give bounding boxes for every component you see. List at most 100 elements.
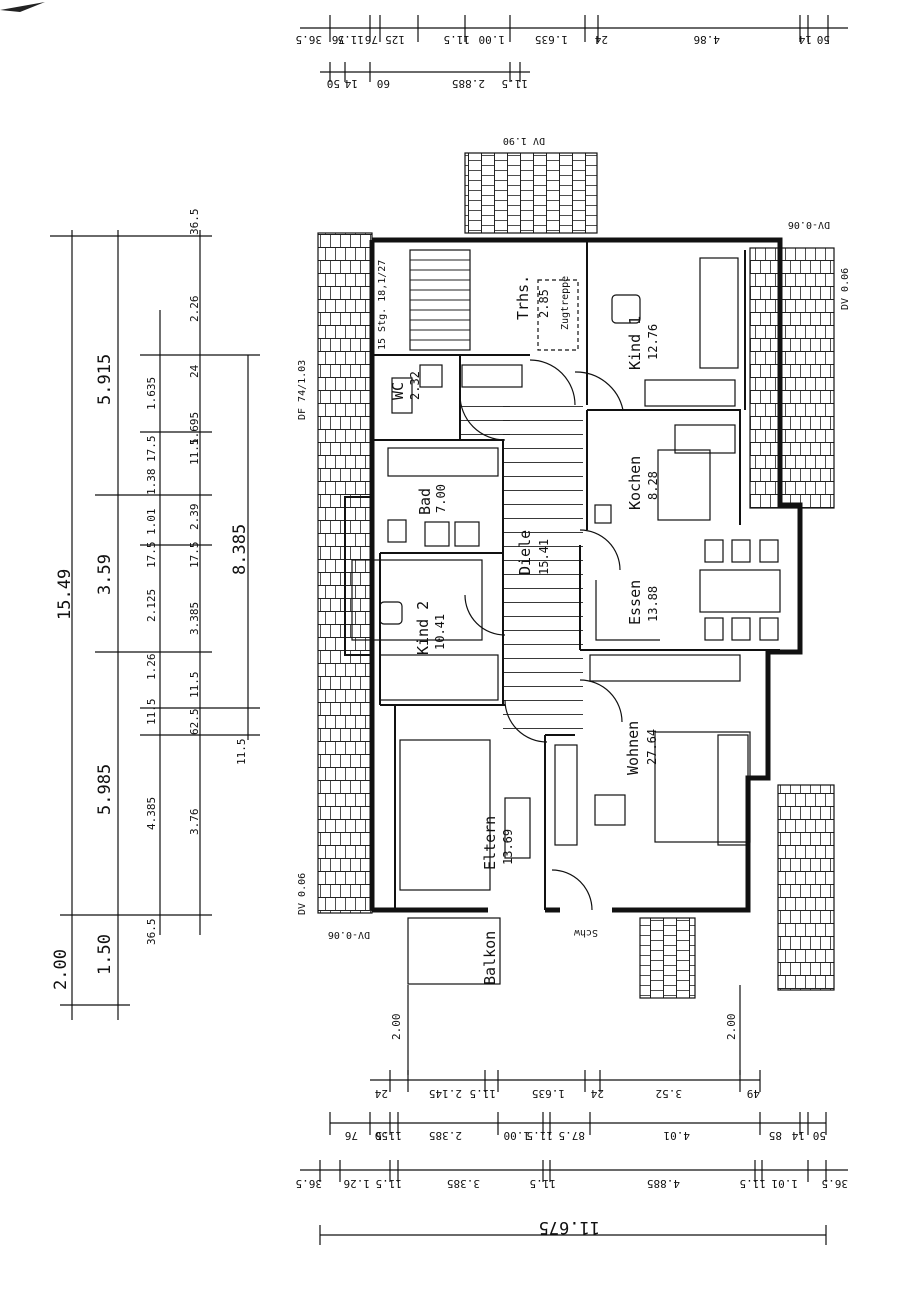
dim-col3-12: 17.5 [188,542,201,569]
room-wohnen-name: Wohnen [624,721,642,775]
room-kochen: Kochen 8.28 [626,456,660,510]
dimension-bottom: 2.00 2.00 24 2.145 11.5 1.635 24 3.52 49… [296,985,849,1245]
dim-col3-10: 1.01 [145,509,158,536]
dim-col3-3: 24 [188,364,201,378]
dim-col3-9: 2.39 [188,504,201,531]
dim-b3-5: 11.5 [530,1177,557,1190]
dim-top-7: 1.00 [479,33,506,46]
room-eltern-name: Eltern [481,816,499,870]
dim-top-12: 50 [817,33,830,46]
room-essen: Essen 13.88 [626,580,660,625]
room-wc-name: WC [389,382,407,400]
dim-col3-4: 1.635 [145,377,158,410]
dim-col3-16: 11.5 [188,672,201,699]
dv-top: DV 1.90 [503,135,545,146]
dim-top-1: 36.5 [296,33,323,46]
room-kochen-name: Kochen [626,456,644,510]
dim-col3-7: 11.5 [188,439,201,466]
room-eltern: Eltern 13.69 [481,816,515,870]
dim-col3-5: 1.695 [188,412,201,445]
dim-b2-3: 11.5 [376,1129,403,1142]
dim-col3-15: 1.26 [145,654,158,681]
dim-top-10: 4.86 [694,33,721,46]
dimension-top: 36.5 76 11.5 76 125 11.5 1.00 1.635 24 4… [296,15,848,90]
dim-bottom-total: 11.675 [539,1217,600,1237]
dim-col3-1: 36.5 [188,209,201,236]
dim-b3-3: 11.5 [376,1177,403,1190]
room-diele-name: Diele [516,530,534,575]
dim-b2-7: 87.5 [559,1129,586,1142]
dv-right: DV 0.06 [840,268,851,310]
dv-bottom-left: DV-0.06 [328,929,370,940]
diele-floor-hatch [460,395,583,735]
dim-top2-5: 11.5 [502,77,529,90]
walls [344,237,803,913]
balcony [407,917,501,985]
dim-top-6: 11.5 [444,33,471,46]
door-swings [459,359,624,911]
room-diele-area: 15.41 [537,539,551,575]
dim-top2-4: 2.885 [452,77,485,90]
dim-b1-1: 24 [374,1087,388,1100]
dim-b2-10: 14 [791,1129,805,1142]
dim-b2-6: 11.5 [527,1129,554,1142]
room-kochen-area: 8.28 [646,471,660,500]
dimension-left: 15.49 5.915 3.59 5.985 1.50 2.00 36.5 2.… [50,209,260,1020]
dim-left-mid-3: 5.985 [95,764,115,815]
dim-col3-22: 11.5 [235,739,248,766]
dim-b3-9: 36.5 [822,1177,849,1190]
dim-left-total: 15.49 [55,569,75,620]
dim-b1-5: 24 [590,1087,604,1100]
dim-col3-18: 62.5 [188,709,201,736]
dim-b2-9: 85 [769,1129,782,1142]
dim-top-9: 24 [594,33,608,46]
room-wc: WC 2.32 [389,371,422,400]
room-bad-area: 7.00 [434,484,448,513]
room-essen-area: 13.88 [646,586,660,622]
roof-tiles [317,152,835,999]
dim-col3-21: 36.5 [145,919,158,946]
room-wc-area: 2.32 [408,371,422,400]
room-trhs-area: 2.85 [537,289,551,318]
dim-b3-2: 1.26 [344,1177,371,1190]
dim-b3-1: 36.5 [296,1177,323,1190]
dim-top-5: 125 [385,33,405,46]
dim-col3-2: 2.26 [188,296,201,323]
dim-left-total-2: 8.385 [230,524,250,575]
dim-b2-2: 50 [375,1129,388,1142]
room-trhs-name: Trhs. [514,275,532,320]
room-kind1-name: Kind 1 [626,316,644,370]
dim-b1-6: 3.52 [656,1087,683,1100]
dv-top-right: DV-0.06 [788,219,830,230]
room-wohnen: Wohnen 27.64 [624,721,659,775]
dim-col3-13: 2.125 [145,589,158,622]
furniture [351,257,781,891]
dim-top-2: 76 [332,33,345,46]
dim-col3-20: 3.76 [188,809,201,836]
room-kind2: Kind 2 10.41 [414,601,447,655]
room-bad: Bad 7.00 [416,484,448,515]
dim-b3-8: 1.01 [772,1177,799,1190]
dim-b3-4: 3.385 [447,1177,480,1190]
dim-b1-7: 49 [747,1087,760,1100]
dim-b2-5: 1.00 [504,1129,531,1142]
staircase [409,249,579,351]
room-essen-name: Essen [626,580,644,625]
annotations: 15 Stg. 18,1/27 DV 1.90 DV-0.06 DV 0.06 … [297,135,851,940]
dim-bottom-v-2: 2.00 [725,1014,738,1041]
dim-b1-4: 1.635 [532,1087,565,1100]
room-trhs-note: Zugtreppe [560,276,571,330]
room-diele: Diele 15.41 [516,530,551,575]
room-kind1-area: 12.76 [646,324,660,360]
dim-col3-6: 17.5 [145,436,158,463]
dim-b3-7: 11.5 [740,1177,767,1190]
dim-b2-1: 76 [345,1129,358,1142]
room-eltern-area: 13.69 [501,829,515,865]
dim-bottom-v-1: 2.00 [390,1014,403,1041]
dim-top-4: 76 [365,33,378,46]
dim-top2-3: 60 [377,77,390,90]
dim-b2-8: 4.01 [664,1129,691,1142]
dim-top-11: 14 [798,33,812,46]
dim-left-mid-2: 3.59 [95,554,115,595]
dim-col3-17: 11.5 [145,699,158,726]
